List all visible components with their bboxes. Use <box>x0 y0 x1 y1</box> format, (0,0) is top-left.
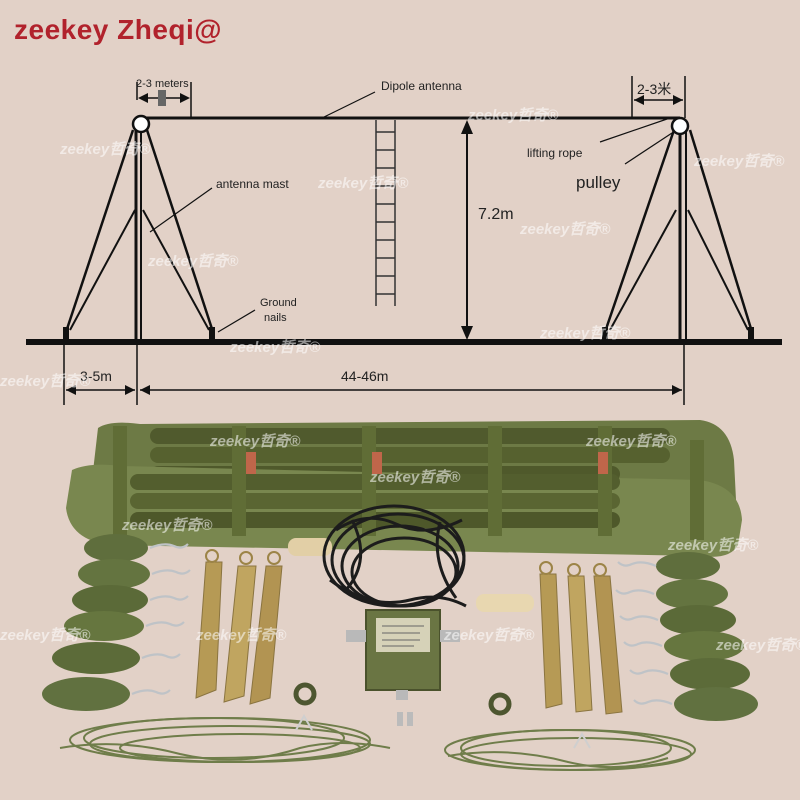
right-mast <box>602 116 754 340</box>
watermark-15: zeekey哲奇® <box>0 627 91 644</box>
ground-nail-left-1 <box>63 327 69 339</box>
bottom-dims <box>63 345 685 405</box>
watermark-1: zeekey哲奇® <box>468 107 559 124</box>
watermark-6: zeekey哲奇® <box>148 253 239 270</box>
watermark-17: zeekey哲奇® <box>444 627 535 644</box>
watermark-14: zeekey哲奇® <box>668 537 759 554</box>
guy-rope-coils <box>59 717 696 771</box>
watermark-5: zeekey哲奇® <box>520 221 611 238</box>
dipole-label: Dipole antenna <box>381 79 462 93</box>
left-mast <box>63 114 215 340</box>
ground-nails-label-1: Ground <box>260 297 297 309</box>
top-right-width-label: 2-3米 <box>637 81 672 97</box>
watermark-8: zeekey哲奇® <box>230 339 321 356</box>
ladder <box>375 120 396 306</box>
ground-line <box>26 339 782 345</box>
watermark-9: zeekey哲奇® <box>0 373 91 390</box>
ground-stakes-right <box>539 561 623 715</box>
antenna-cable-coil <box>322 504 467 608</box>
balun-box <box>346 609 460 700</box>
watermark-3: zeekey哲奇® <box>318 175 409 192</box>
top-left-width-label: 2-3 meters <box>136 78 189 90</box>
left-pulley <box>131 114 151 134</box>
watermark-10: zeekey哲奇® <box>210 433 301 450</box>
height-label: 7.2m <box>478 206 514 223</box>
mast-clamps <box>293 682 512 716</box>
guy-distance-label: 3-5m <box>80 368 112 384</box>
pulley-label: pulley <box>576 173 621 192</box>
ground-nail-left-2 <box>209 327 215 339</box>
watermark-4: zeekey哲奇® <box>694 153 785 170</box>
watermark-11: zeekey哲奇® <box>586 433 677 450</box>
ground-nail-right-1 <box>602 327 608 339</box>
span-label: 44-46m <box>341 368 389 384</box>
right-pulley <box>670 116 690 136</box>
watermark-12: zeekey哲奇® <box>370 469 461 486</box>
watermark-13: zeekey哲奇® <box>122 517 213 534</box>
ground-nails-label-2: nails <box>264 312 287 324</box>
mast-label: antenna mast <box>216 177 289 191</box>
ground-nail-right-2 <box>748 327 754 339</box>
watermark-7: zeekey哲奇® <box>540 325 631 342</box>
brand-logo-text: zeekey Zheqi@ <box>14 14 223 45</box>
rope-bundles-right <box>615 552 758 721</box>
height-arrow <box>461 120 473 340</box>
watermark-18: zeekey哲奇® <box>716 637 800 654</box>
watermark-16: zeekey哲奇® <box>196 627 287 644</box>
watermark-2: zeekey哲奇® <box>60 141 151 158</box>
rope-bundles-left <box>42 534 191 711</box>
lifting-rope-label: lifting rope <box>527 146 583 160</box>
ground-stakes-left <box>195 549 283 705</box>
antenna-diagram <box>26 76 782 405</box>
